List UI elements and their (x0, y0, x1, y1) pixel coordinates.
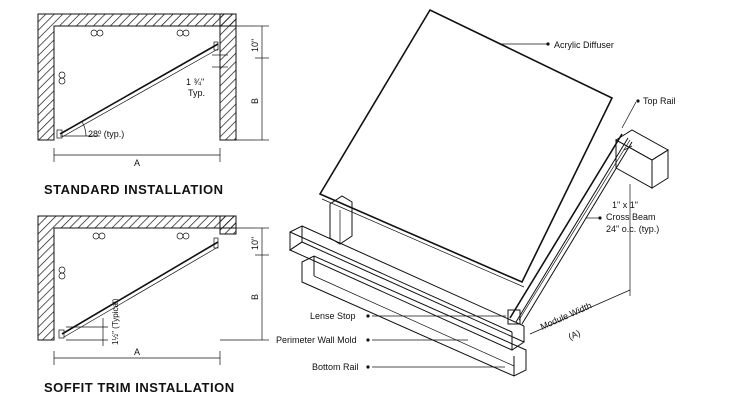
soffit-fixture-ceiling-right (176, 232, 190, 240)
soffit-dim-a: A (134, 347, 140, 357)
soffit-dim-b: B (250, 294, 260, 300)
lense-stop (507, 309, 521, 325)
standard-dim-b: B (250, 98, 260, 104)
soffit-wall (37, 215, 237, 341)
standard-right-wall (219, 13, 237, 141)
standard-installation: 28º (typ.) A 10" B 1 ¾" Typ. STANDARD IN… (37, 13, 269, 197)
cross-beam-label-1: 1" x 1" (612, 200, 638, 210)
soffit-fixture-ceiling-left (92, 232, 106, 240)
isometric-view: Module Width (A) Acrylic Diffuser Top Ra… (276, 8, 676, 377)
top-rail-label: Top Rail (643, 96, 676, 106)
module-width-label: Module Width (539, 300, 593, 332)
standard-diffuser-line (59, 43, 219, 135)
cross-beam-label-3: 24" o.c. (typ.) (606, 224, 659, 234)
standard-fixture-ceiling-right (176, 29, 190, 37)
standard-angle-label: 28º (typ.) (88, 129, 124, 139)
standard-dim-typ: Typ. (188, 88, 205, 98)
soffit-fixture-wall (58, 266, 66, 280)
cross-beam (509, 133, 633, 325)
standard-fixture-wall (58, 71, 66, 85)
standard-wall (37, 13, 237, 141)
soffit-installation: 1½" (Typical) A 10" B SOFFIT TRIM INSTAL… (37, 215, 269, 395)
module-width-a: (A) (567, 328, 582, 342)
top-rail (615, 129, 669, 189)
soffit-dim-1-1-2: 1½" (Typical) (111, 298, 120, 345)
standard-dim-10: 10" (250, 39, 260, 52)
perimeter-wall-mold-label: Perimeter Wall Mold (276, 335, 357, 345)
soffit-diffuser-line (61, 241, 219, 335)
acrylic-diffuser-panel (318, 8, 614, 284)
acrylic-diffuser-label: Acrylic Diffuser (554, 40, 614, 50)
bottom-rail (301, 255, 527, 377)
soffit-title: SOFFIT TRIM INSTALLATION (44, 380, 235, 395)
standard-fixture-ceiling-left (90, 29, 104, 37)
standard-dim-a: A (134, 158, 140, 168)
standard-dim-1-3-4: 1 ¾" (186, 77, 204, 87)
standard-title: STANDARD INSTALLATION (44, 182, 223, 197)
left-bracket (329, 195, 353, 245)
soffit-dim-10: 10" (250, 237, 260, 250)
cross-beam-label-2: Cross Beam (606, 212, 656, 222)
soffit-right-wall (219, 215, 237, 235)
perimeter-wall-mold (288, 225, 526, 351)
lense-stop-label: Lense Stop (310, 311, 356, 321)
bottom-rail-label: Bottom Rail (312, 362, 359, 372)
